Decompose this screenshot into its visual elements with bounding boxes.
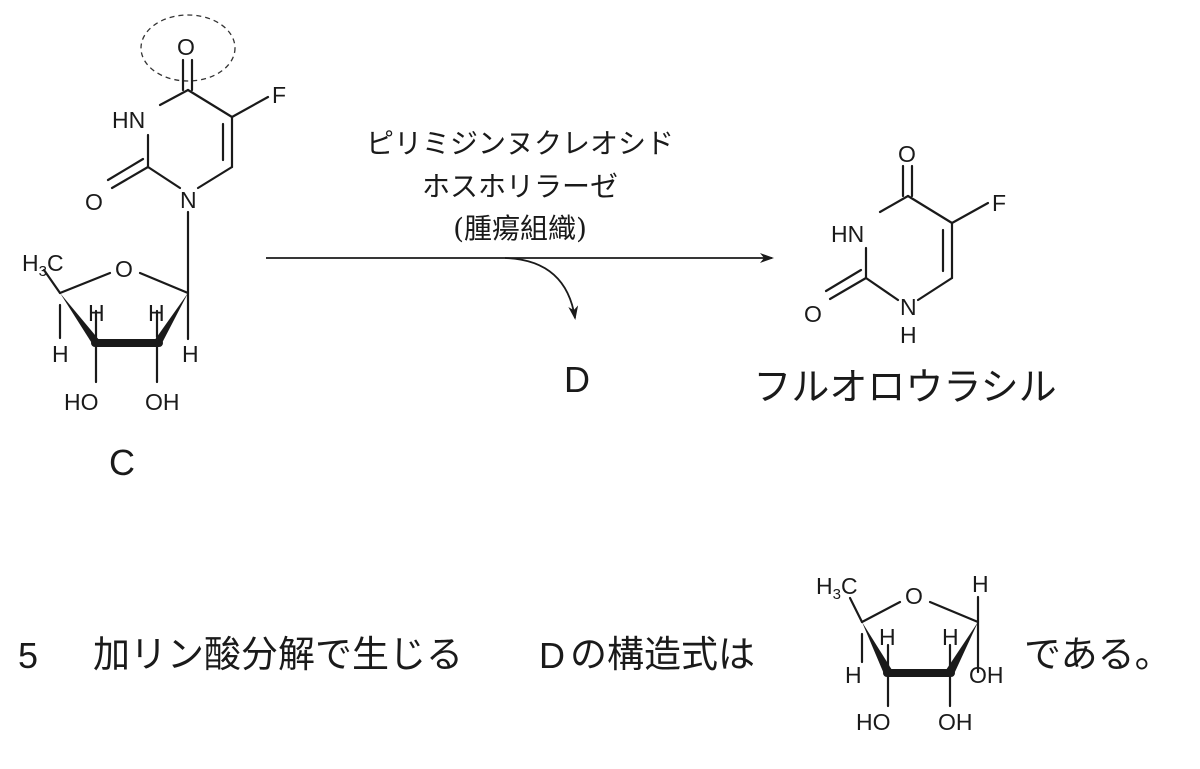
fu-atom-o-left: O xyxy=(804,301,822,327)
structure-d: H3C O H H H H OH HO OH xyxy=(816,571,1004,735)
enzyme-location: (腫瘍組織) xyxy=(453,212,587,245)
enzyme-name-line2: ホスホリラーゼ xyxy=(422,170,618,203)
c-atom-o-ring: O xyxy=(115,256,133,282)
c-atom-ch3: H3C xyxy=(22,250,64,280)
enzyme-name-line1: ピリミジンヌクレオシド xyxy=(366,127,674,160)
c-atom-oh: OH xyxy=(145,389,180,415)
statement-5: 5 加リン酸分解で生じる D の構造式は である。 xyxy=(18,633,1172,676)
d-atom-ho: HO xyxy=(856,709,891,735)
d-atom-ch3: H3C xyxy=(816,573,858,603)
c-atom-h3: H xyxy=(52,341,69,367)
c-atom-n: N xyxy=(180,187,197,213)
highlight-circle xyxy=(140,14,236,82)
d-atom-h3: H xyxy=(845,662,862,688)
c-atom-h4: H xyxy=(182,341,199,367)
statement-number: 5 xyxy=(18,635,38,676)
d-atom-oh: OH xyxy=(938,709,973,735)
c-atom-f: F xyxy=(272,82,286,108)
statement-text-end: である。 xyxy=(1024,633,1172,676)
fluorouracil-name: フルオロウラシル xyxy=(753,365,1056,409)
statement-text-before: 加リン酸分解で生じる xyxy=(93,633,463,676)
c-atom-o-top: O xyxy=(177,34,195,60)
c-atom-h2: H xyxy=(148,300,165,326)
fu-atom-o-top: O xyxy=(898,141,916,167)
compound-c-label: C xyxy=(109,442,135,483)
fluorouracil-structure: O HN F O N H フルオロウラシル xyxy=(753,141,1056,409)
statement-text-d: D xyxy=(539,635,565,676)
fu-atom-h-bottom: H xyxy=(900,322,917,348)
reaction-arrow: ピリミジンヌクレオシド ホスホリラーゼ (腫瘍組織) D xyxy=(266,127,774,400)
d-atom-oh-right: OH xyxy=(969,662,1004,688)
d-atom-h1: H xyxy=(879,624,896,650)
c-atom-nh: HN xyxy=(112,107,145,133)
byproduct-d-label: D xyxy=(564,359,590,400)
fu-atom-f: F xyxy=(992,190,1006,216)
compound-c-structure: O HN F O N H3C O H H H H HO OH C xyxy=(22,14,286,483)
fu-atom-nh: HN xyxy=(831,221,864,247)
d-atom-h2: H xyxy=(942,624,959,650)
fu-atom-n-bottom: N xyxy=(900,294,917,320)
d-atom-o-ring: O xyxy=(905,583,923,609)
c-atom-h1: H xyxy=(88,300,105,326)
c-atom-o-left: O xyxy=(85,189,103,215)
d-atom-h-right: H xyxy=(972,571,989,597)
statement-text-after: の構造式は xyxy=(570,633,755,676)
c-atom-ho: HO xyxy=(64,389,99,415)
